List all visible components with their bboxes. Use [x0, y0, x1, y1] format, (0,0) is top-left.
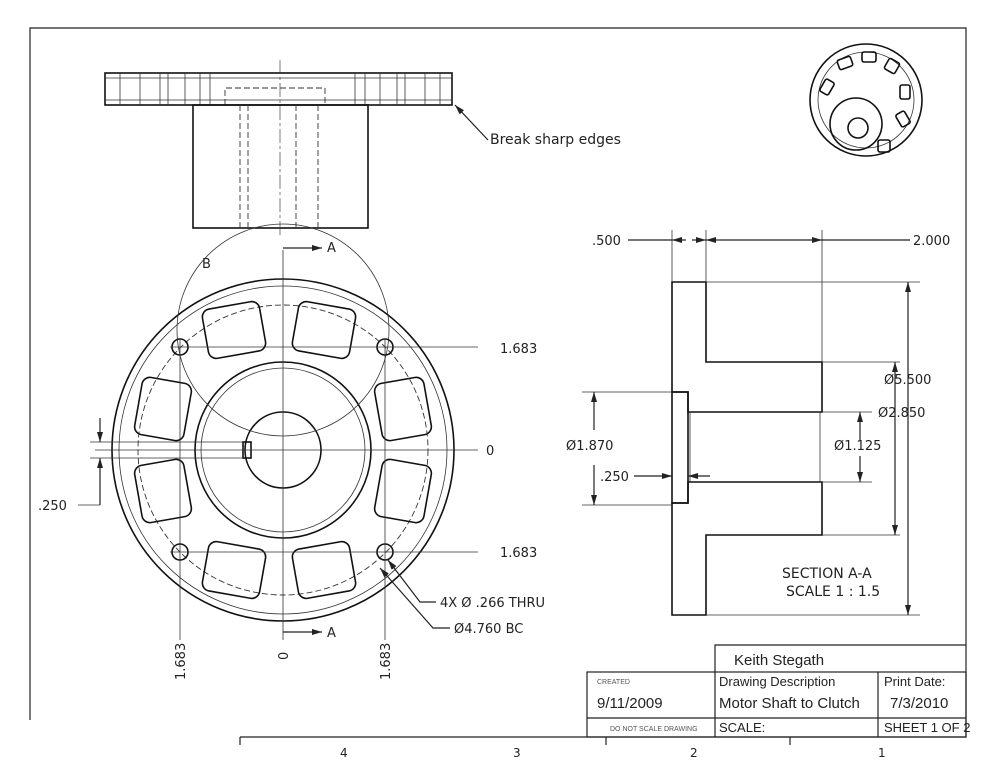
- drawing-element: [119, 73, 441, 105]
- description: Motor Shaft to Clutch: [719, 695, 860, 712]
- dim-hub-diameter: Ø2.850: [878, 406, 925, 421]
- zone-1: 1: [878, 746, 886, 760]
- print-date: 7/3/2010: [890, 695, 948, 712]
- section-label-top: A: [327, 241, 336, 256]
- section-title: SECTION A-A: [782, 566, 872, 582]
- section-scale: SCALE 1 : 1.5: [786, 584, 880, 600]
- created-label: CREATED: [597, 679, 630, 686]
- sheet-number: SHEET 1 OF 2: [884, 720, 970, 735]
- do-not-scale: DO NOT SCALE DRAWING: [610, 726, 698, 733]
- dim-bore-diameter: Ø1.125: [834, 439, 881, 454]
- top-view: Break sharp edges: [104, 60, 621, 235]
- dim-hole-left-x: 1.683: [174, 643, 189, 680]
- dim-counterbore-depth: .250: [600, 470, 629, 485]
- dim-hole-bottom-y: 1.683: [500, 546, 537, 561]
- section-view: .500 2.000 Ø5.500 Ø2.850 Ø1.125 Ø1.870 .…: [566, 230, 950, 616]
- dim-counterbore-diameter: Ø1.870: [566, 439, 613, 454]
- drawing-element: [819, 51, 911, 153]
- break-edges-note: Break sharp edges: [490, 132, 621, 148]
- print-date-label: Print Date:: [884, 674, 945, 689]
- dim-hole-top-y: 1.683: [500, 342, 537, 357]
- dim-center-y: 0: [486, 444, 494, 459]
- detail-label: B: [202, 257, 211, 272]
- title-block: Keith Stegath CREATED 9/11/2009 Drawing …: [586, 644, 970, 738]
- scale-label: SCALE:: [719, 720, 765, 735]
- pockets: [133, 300, 433, 600]
- dim-bolt-circle: Ø4.760 BC: [454, 622, 523, 637]
- dim-outer-diameter: Ø5.500: [884, 373, 931, 388]
- isometric-view: [809, 43, 923, 157]
- dim-hole-right-x: 1.683: [379, 643, 394, 680]
- description-label: Drawing Description: [719, 674, 835, 689]
- dim-holes: 4X Ø .266 THRU: [440, 596, 545, 611]
- created-date: 9/11/2009: [597, 695, 663, 712]
- zone-2: 2: [690, 746, 698, 760]
- zone-labels: 4 3 2 1: [340, 746, 886, 760]
- section-label-bottom: A: [327, 626, 336, 641]
- zone-3: 3: [513, 746, 521, 760]
- zone-4: 4: [340, 746, 348, 760]
- dim-flange-thickness: .500: [592, 234, 621, 249]
- author: Keith Stegath: [734, 652, 824, 669]
- dim-overall-length: 2.000: [913, 234, 950, 249]
- dim-center-x: 0: [277, 652, 292, 660]
- bolt-holes: [171, 338, 394, 561]
- dim-key-width: .250: [38, 499, 67, 514]
- front-view: 1.683 0 1.683 1.683 0 1.683 .250 A A B 4…: [38, 223, 545, 680]
